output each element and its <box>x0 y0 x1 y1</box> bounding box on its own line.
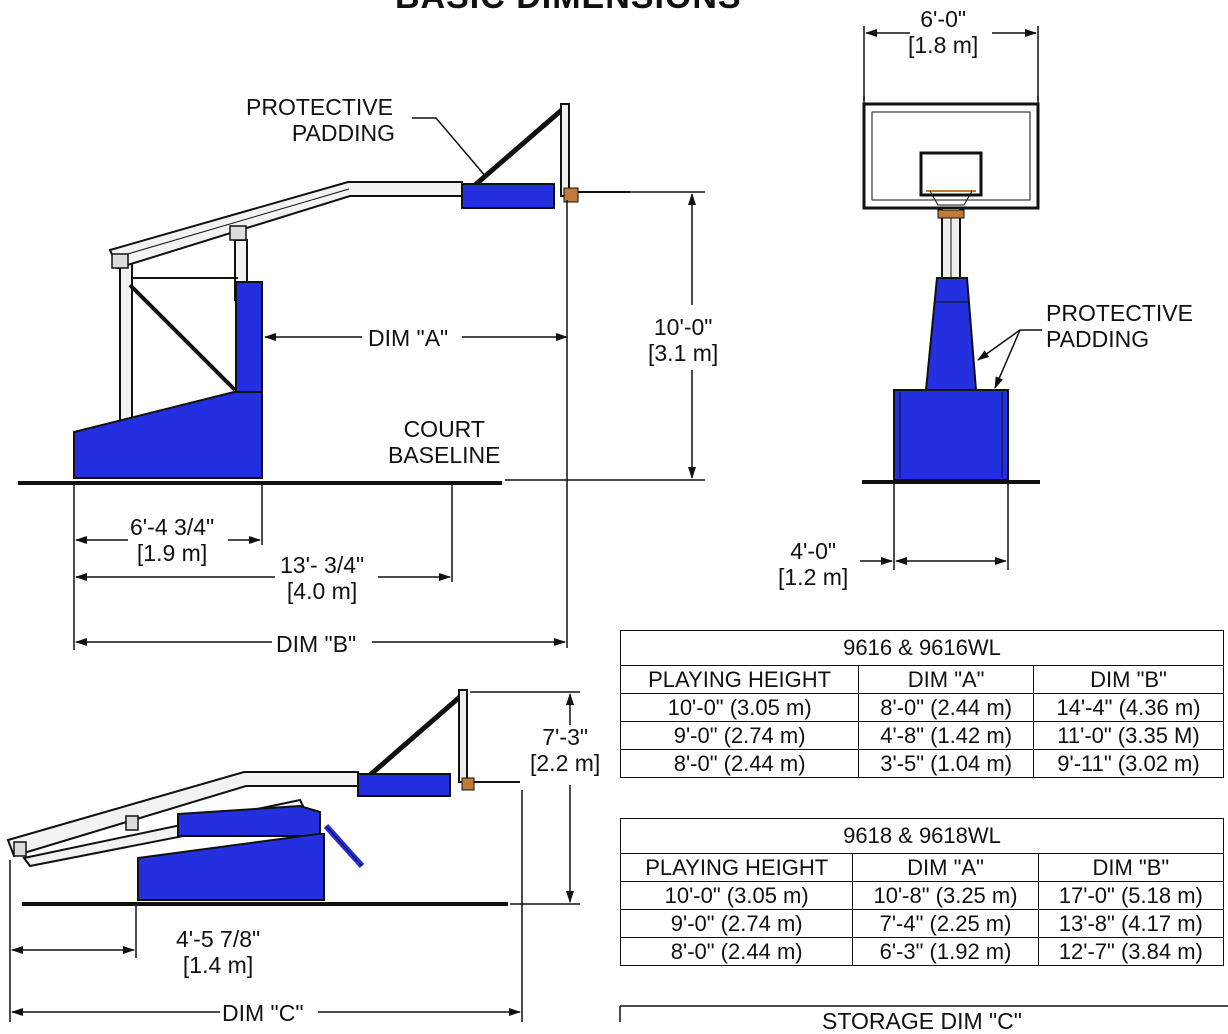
wheel-distance-dimension: 4'-5 7/8"[1.4 m] <box>176 926 261 978</box>
spec-table-9616: 9616 & 9616WL PLAYING HEIGHT DIM "A" DIM… <box>619 630 1224 778</box>
col-header: DIM "B" <box>1033 665 1224 694</box>
table-cell: 8'-0" (2.44 m) <box>858 693 1034 722</box>
shooter-square <box>919 151 983 197</box>
dim-c-label: DIM "C" <box>222 1000 304 1026</box>
base-width-dimension: 4'-0"[1.2 m] <box>778 538 849 590</box>
storage-table-title: STORAGE DIM "C" <box>822 1008 1022 1034</box>
table-row: 10'-0" (3.05 m) 10'-8" (3.25 m) 17'-0" (… <box>619 881 1225 910</box>
table-cell: 7'-4" (2.25 m) <box>852 909 1039 938</box>
height-dimension: 10'-0"[3.1 m] <box>648 314 719 366</box>
table-cell: 9'-11" (3.02 m) <box>1033 749 1224 778</box>
storage-view <box>6 689 580 1022</box>
table-title: 9616 & 9616WL <box>620 630 1224 666</box>
baseline-distance-dimension: 13'- 3/4"[4.0 m] <box>280 552 365 604</box>
front-view <box>860 26 1042 570</box>
table-cell: 17'-0" (5.18 m) <box>1037 881 1225 910</box>
table-cell: 12'-7" (3.84 m) <box>1037 937 1225 966</box>
table-cell: 11'-0" (3.35 M) <box>1033 721 1224 750</box>
table-row: 9'-0" (2.74 m) 4'-8" (1.42 m) 11'-0" (3.… <box>619 721 1224 750</box>
table-cell: 9'-0" (2.74 m) <box>619 909 854 938</box>
spec-table-9618: 9618 & 9618WL PLAYING HEIGHT DIM "A" DIM… <box>619 818 1225 966</box>
col-header: PLAYING HEIGHT <box>619 853 854 882</box>
dim-a-label: DIM "A" <box>368 325 449 351</box>
table-row: 8'-0" (2.44 m) 3'-5" (1.04 m) 9'-11" (3.… <box>619 749 1224 778</box>
table-row: 10'-0" (3.05 m) 8'-0" (2.44 m) 14'-4" (4… <box>619 693 1224 722</box>
backboard-width-dimension: 6'-0"[1.8 m] <box>908 6 979 58</box>
arm-padding <box>461 183 555 209</box>
table-cell: 8'-0" (2.44 m) <box>619 749 860 778</box>
table-cell: 4'-8" (1.42 m) <box>858 721 1034 750</box>
page-title: BASIC DIMENSIONS <box>395 0 742 17</box>
table-cell: 10'-0" (3.05 m) <box>619 881 854 910</box>
rim-mount <box>563 187 579 203</box>
table-title: 9618 & 9618WL <box>620 818 1224 854</box>
col-header: DIM "A" <box>858 665 1034 694</box>
backboard-edge <box>560 103 570 197</box>
table-cell: 9'-0" (2.74 m) <box>619 721 860 750</box>
col-header: DIM "A" <box>852 853 1039 882</box>
base-depth-dimension: 6'-4 3/4"[1.9 m] <box>130 514 215 566</box>
column-padding <box>924 277 978 391</box>
col-header: DIM "B" <box>1037 853 1225 882</box>
base-padding-front <box>893 389 1009 481</box>
table-row: 9'-0" (2.74 m) 7'-4" (2.25 m) 13'-8" (4.… <box>619 909 1225 938</box>
table-cell: 10'-8" (3.25 m) <box>852 881 1039 910</box>
base-padding <box>73 391 263 479</box>
table-cell: 6'-3" (1.92 m) <box>852 937 1039 966</box>
side-padding-label: PROTECTIVE PADDING <box>246 94 395 146</box>
storage-height-dimension: 7'-3"[2.2 m] <box>530 724 601 776</box>
table-header-row: PLAYING HEIGHT DIM "A" DIM "B" <box>619 665 1224 694</box>
side-view <box>18 103 705 650</box>
table-cell: 3'-5" (1.04 m) <box>858 749 1034 778</box>
boom-arm <box>108 181 463 270</box>
table-cell: 8'-0" (2.44 m) <box>619 937 854 966</box>
table-cell: 13'-8" (4.17 m) <box>1037 909 1225 938</box>
col-header: PLAYING HEIGHT <box>619 665 860 694</box>
table-header-row: PLAYING HEIGHT DIM "A" DIM "B" <box>619 853 1225 882</box>
table-row: 8'-0" (2.44 m) 6'-3" (1.92 m) 12'-7" (3.… <box>619 937 1225 966</box>
table-cell: 10'-0" (3.05 m) <box>619 693 860 722</box>
table-cell: 14'-4" (4.36 m) <box>1033 693 1224 722</box>
dim-b-label: DIM "B" <box>276 631 357 657</box>
